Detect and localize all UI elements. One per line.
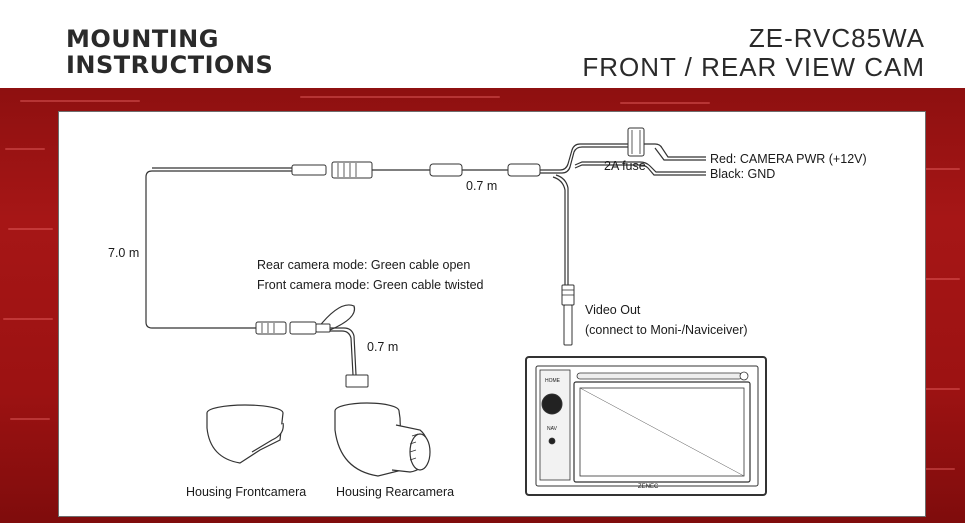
product-subtitle: FRONT / REAR VIEW CAM (582, 52, 925, 82)
head-unit-home-label: HOME (545, 378, 560, 384)
page-title-right: ZE-RVC85WA FRONT / REAR VIEW CAM (582, 24, 925, 82)
title-line-mounting: MOUNTING (66, 25, 219, 53)
cable-camera (330, 327, 357, 376)
label-rear-mode: Rear camera mode: Green cable open (257, 258, 471, 272)
label-red-wire: Red: CAMERA PWR (+12V) (710, 152, 867, 166)
label-video-out: Video Out (585, 303, 641, 317)
connector-mid (429, 163, 463, 177)
label-front-mode: Front camera mode: Green cable twisted (257, 278, 484, 292)
title-line-instructions: INSTRUCTIONS (66, 51, 274, 79)
label-video-connect: (connect to Moni-/Naviceiver) (585, 323, 748, 337)
green-cable-loop (317, 304, 356, 331)
header: MOUNTING INSTRUCTIONS ZE-RVC85WA FRONT /… (0, 0, 965, 88)
cable-7m (145, 170, 300, 329)
cable-black (574, 161, 706, 173)
video-rca-plug (563, 304, 573, 346)
cable-fuse-feed (540, 143, 628, 171)
label-black-wire: Black: GND (710, 167, 776, 181)
model-number: ZE-RVC85WA (748, 23, 925, 53)
cable-grommet (345, 374, 369, 388)
label-housing-rear: Housing Rearcamera (336, 485, 455, 499)
fuse-holder (627, 127, 645, 157)
front-camera-housing (206, 404, 284, 464)
rear-camera-housing (334, 402, 431, 477)
head-unit (525, 356, 767, 496)
label-7m: 7.0 m (108, 246, 140, 260)
page-title-left: MOUNTING INSTRUCTIONS (66, 26, 273, 78)
label-07m-top: 0.7 m (466, 179, 498, 193)
label-fuse: 2A fuse (604, 159, 646, 173)
label-housing-front: Housing Frontcamera (186, 485, 307, 499)
cable-video (555, 174, 569, 285)
connector-cam-male (255, 321, 287, 335)
connector-top-female (331, 161, 373, 179)
head-unit-brand: ZENEC (638, 484, 659, 490)
connector-cam-female (289, 321, 317, 335)
connector-top-male (291, 164, 327, 176)
cable-red (644, 143, 706, 158)
connector-right (507, 163, 541, 177)
diagram-panel (58, 111, 926, 517)
label-07m-camera: 0.7 m (367, 340, 399, 354)
head-unit-nav-label: NAV (547, 426, 557, 432)
